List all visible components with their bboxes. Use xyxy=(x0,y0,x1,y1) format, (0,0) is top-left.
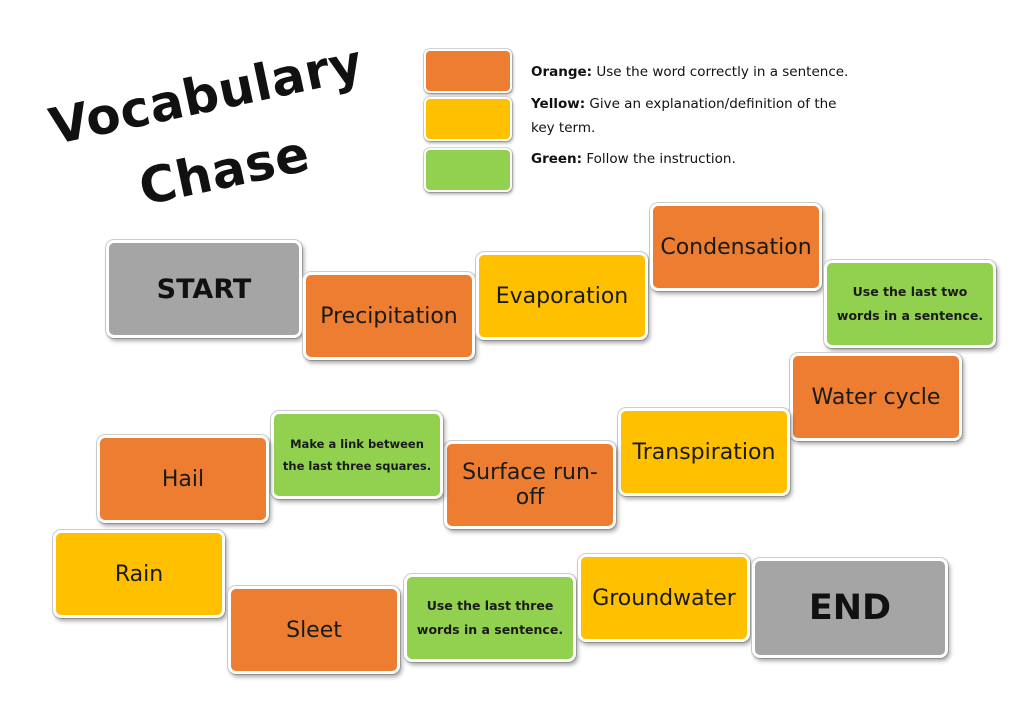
legend-desc-green: Follow the instruction. xyxy=(582,151,736,167)
legend-text-yellow: Yellow: Give an explanation/definition o… xyxy=(531,92,861,140)
square-water-cycle[interactable]: Water cycle xyxy=(790,353,962,441)
game-title: Vocabulary Chase xyxy=(24,11,367,259)
legend-text-green: Green: Follow the instruction. xyxy=(531,147,871,171)
square-sleet[interactable]: Sleet xyxy=(228,586,400,674)
legend-desc-yellow: Give an explanation/definition of the ke… xyxy=(531,96,837,136)
legend-swatch-orange xyxy=(424,49,512,93)
legend-text-orange: Orange: Use the word correctly in a sent… xyxy=(531,60,871,84)
square-transpiration[interactable]: Transpiration xyxy=(618,408,790,496)
legend-label-yellow: Yellow: xyxy=(531,96,586,112)
legend-swatch-yellow xyxy=(424,97,512,141)
square-surface-run-off[interactable]: Surface run-off xyxy=(444,441,616,529)
square-condensation[interactable]: Condensation xyxy=(650,203,822,291)
end-square[interactable]: END xyxy=(752,558,948,658)
square-rain[interactable]: Rain xyxy=(53,530,225,618)
start-square[interactable]: START xyxy=(106,240,302,338)
title-line-1: Vocabulary xyxy=(44,33,368,157)
square-make-a-link[interactable]: Make a link between the last three squar… xyxy=(271,411,443,499)
legend-label-orange: Orange: xyxy=(531,64,593,80)
square-groundwater[interactable]: Groundwater xyxy=(578,554,750,642)
legend-label-green: Green: xyxy=(531,151,583,167)
title-line-2: Chase xyxy=(134,124,315,217)
legend-desc-orange: Use the word correctly in a sentence. xyxy=(592,64,849,80)
legend-swatch-green xyxy=(424,148,512,192)
square-use-last-two-words[interactable]: Use the last two words in a sentence. xyxy=(824,260,996,348)
square-evaporation[interactable]: Evaporation xyxy=(476,252,648,340)
square-hail[interactable]: Hail xyxy=(97,435,269,523)
square-use-last-three-words[interactable]: Use the last three words in a sentence. xyxy=(404,574,576,662)
square-precipitation[interactable]: Precipitation xyxy=(303,272,475,360)
